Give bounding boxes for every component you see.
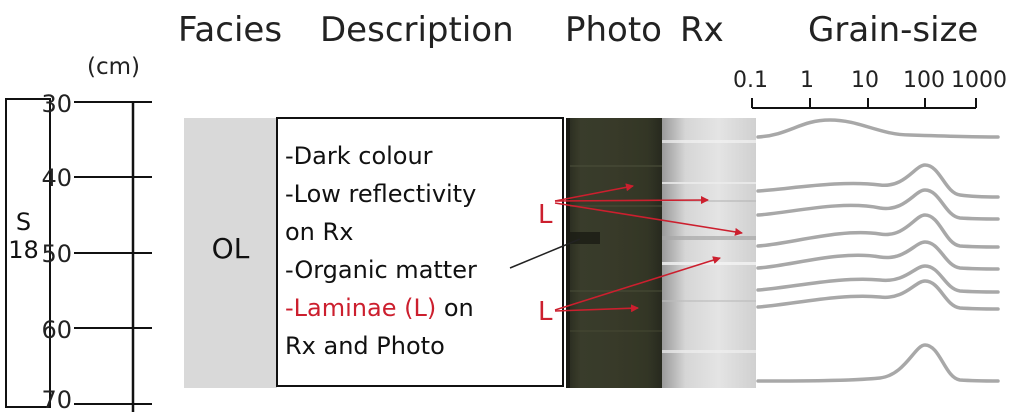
depth-tick-30: 30 [41,90,72,118]
facies-column [184,118,277,388]
grain-size-curves [756,118,1000,383]
depth-tick-70: 70 [41,386,72,414]
depth-tick-60: 60 [41,316,72,344]
grain-tick-10: 10 [851,68,879,93]
laminae-dash: - [285,294,294,322]
facies-header: Facies [178,10,283,50]
depth-tick-50: 50 [41,240,72,268]
depth-axis [74,101,152,412]
grain-tick-1000: 1000 [951,68,1007,93]
description-line-low-reflectivity: -Low reflectivity [285,180,477,208]
description-box [276,117,564,387]
description-line-organic-matter: -Organic matter [285,256,477,284]
organic-matter-pointer [509,238,581,269]
laminae-label-lower: L [538,297,553,327]
depth-tick-40: 40 [41,164,72,192]
grain-tick-0-1: 0.1 [733,68,768,93]
laminae-arrows [554,183,743,313]
grain-size-header: Grain-size [808,10,979,50]
sample-label-s: S [15,208,32,236]
depth-unit: (cm) [87,54,140,80]
grain-size-axis [751,98,977,109]
sample-box [5,98,51,408]
description-line-laminae: -Laminae (L) on [285,294,474,322]
laminae-label-upper: L [538,200,553,230]
description-line-on-rx: on Rx [285,218,354,246]
grain-tick-1: 1 [800,68,814,93]
core-photo [566,118,662,388]
grain-tick-100: 100 [903,68,945,93]
description-header: Description [320,10,514,50]
sample-label-number: 18 [8,236,39,264]
facies-label: OL [211,232,250,265]
laminae-term: Laminae (L) [293,294,437,322]
description-line-dark-colour: -Dark colour [285,142,433,170]
rx-header: Rx [680,10,724,50]
description-line-rx-and-photo: Rx and Photo [285,332,445,360]
core-rx-image [662,118,756,388]
laminae-on: on [436,294,474,322]
photo-header: Photo [565,10,662,50]
